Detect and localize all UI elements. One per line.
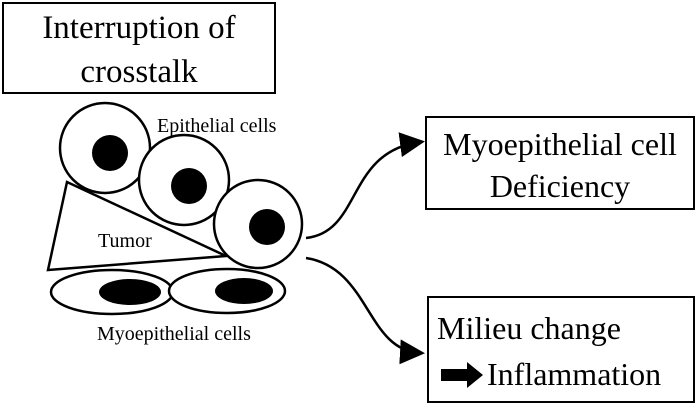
nucleus [171, 168, 207, 204]
milieu-line-2: Inflammation [487, 356, 662, 392]
myoepithelial-cell-1 [49, 268, 175, 316]
deficiency-line-2: Deficiency [489, 168, 631, 204]
tumor-label: Tumor [98, 230, 152, 252]
outcome-box-deficiency: Myoepithelial cell Deficiency [425, 116, 695, 210]
title-line-1: Interruption of [42, 10, 236, 46]
right-arrow-icon [441, 362, 483, 388]
deficiency-line-1: Myoepithelial cell [443, 126, 677, 162]
nucleus [215, 278, 273, 304]
milieu-line-1: Milieu change [437, 310, 621, 346]
myoepithelial-label: Myoepithelial cells [97, 323, 251, 345]
nucleus [99, 279, 161, 305]
title-box: Interruption of crosstalk [2, 2, 276, 94]
outcome-box-milieu: Milieu change Inflammation [427, 296, 695, 403]
epithelial-cell-2 [137, 133, 231, 227]
epithelial-cell-3 [212, 178, 304, 270]
title-line-2: crosstalk [80, 54, 198, 90]
nucleus [249, 209, 285, 245]
tumor-shape [46, 180, 231, 272]
arrow-to-milieu [305, 256, 425, 365]
arrow-to-deficiency [305, 132, 425, 240]
nucleus [92, 135, 128, 171]
epithelial-cell-1 [58, 101, 152, 195]
epithelial-label: Epithelial cells [157, 115, 277, 137]
myoepithelial-cell-2 [167, 267, 287, 315]
